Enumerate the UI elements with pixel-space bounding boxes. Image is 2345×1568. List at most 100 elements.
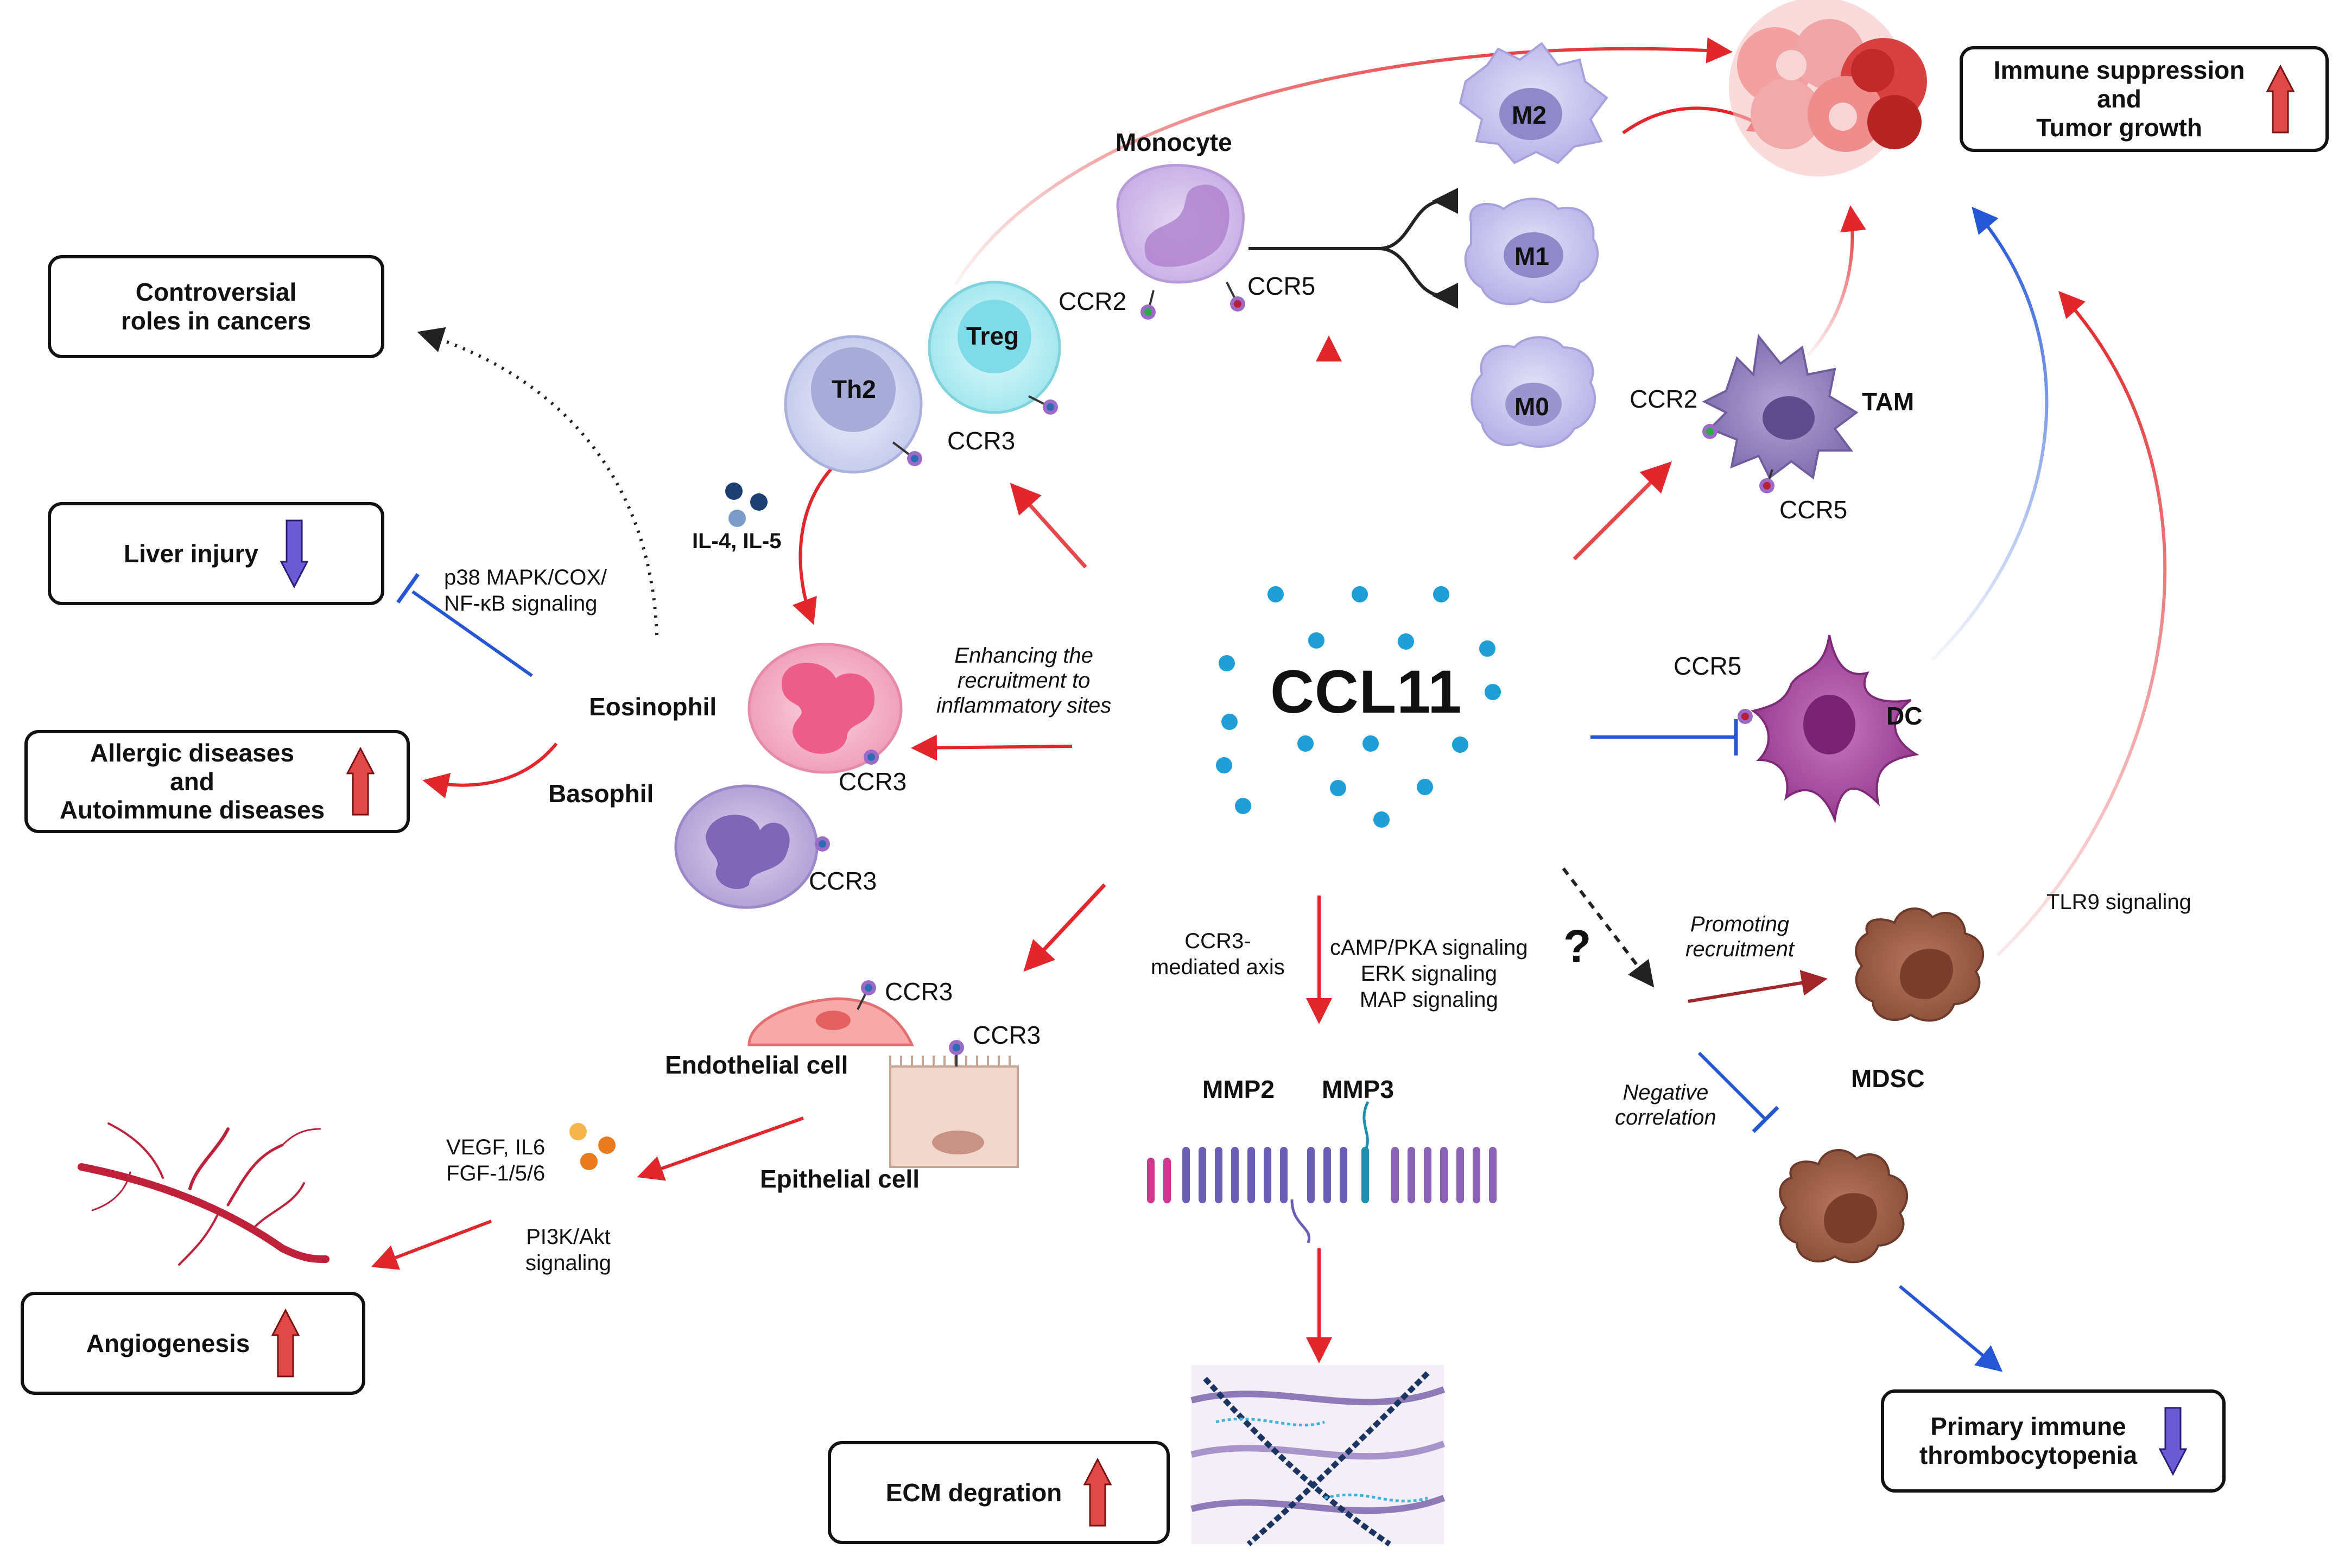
ccr2-tam-label: CCR2 xyxy=(1630,385,1698,413)
ccr3-eosinophil-label: CCR3 xyxy=(839,767,907,796)
m2-macrophage-icon xyxy=(1459,42,1608,164)
tam-cell-icon xyxy=(1702,334,1859,480)
epithelial-label: Epithelial cell xyxy=(760,1165,920,1193)
recruit-line3: inflammatory sites xyxy=(936,694,1112,718)
tlr9-signaling-label: TLR9 signaling xyxy=(2046,890,2191,914)
endothelial-label: Endothelial cell xyxy=(665,1051,848,1079)
ccl11-dots xyxy=(1216,586,1501,828)
arrow-to-allergic xyxy=(422,742,558,798)
pi3k-akt-label: PI3K/Akt signaling xyxy=(525,1224,611,1276)
ecm-degration-box: ECM degration xyxy=(828,1441,1170,1544)
m0-label: M0 xyxy=(1514,392,1549,421)
pi3k-line2: signaling xyxy=(525,1251,611,1275)
arrow-tam-to-tumor xyxy=(1806,205,1866,357)
treg-label: Treg xyxy=(966,322,1019,350)
arrow-th2-to-eosinophil xyxy=(792,465,835,625)
promoting-line1: Promoting xyxy=(1690,912,1790,936)
monocyte-label: Monocyte xyxy=(1116,128,1232,156)
arrow-mdsc-tlr9 xyxy=(1996,291,2167,957)
arrow-promoting-recruitment xyxy=(1688,970,1828,1003)
receptor-icon xyxy=(892,441,922,466)
receptor-icon xyxy=(1738,709,1753,724)
arrow-pi3k-to-angiogenesis xyxy=(371,1220,492,1270)
immune-line2: and xyxy=(2097,85,2141,113)
angiogenesis-box: Angiogenesis xyxy=(21,1292,365,1395)
arrow-ccl11-to-eosinophil xyxy=(911,734,1073,761)
receptor-glyphs xyxy=(815,282,1774,1067)
p38-line1: p38 MAPK/COX/ xyxy=(444,566,607,589)
negative-correlation-label: Negative correlation xyxy=(1615,1080,1716,1130)
p38-line2: NF-κB signaling xyxy=(444,592,598,615)
ccr3-epithelial-label: CCR3 xyxy=(973,1021,1041,1049)
up-arrow-icon xyxy=(1083,1457,1112,1527)
receptor-icon xyxy=(857,980,876,1010)
basophil-cell-icon xyxy=(674,784,819,909)
ccr3-axis-label: CCR3- mediated axis xyxy=(1151,928,1285,980)
dc-cell-icon xyxy=(1751,634,1919,824)
arrow-inhibit-liver xyxy=(411,590,533,677)
enhancing-recruitment-label: Enhancing the recruitment to inflammator… xyxy=(936,643,1111,718)
ecm-label: ECM degration xyxy=(885,1478,1062,1507)
arrow-monocyte-branch-lower xyxy=(1378,247,1458,309)
recruit-line1: Enhancing the xyxy=(954,644,1094,668)
itp-line2: thrombocytopenia xyxy=(1919,1441,2138,1469)
epithelial-cell-icon xyxy=(889,1056,1019,1168)
th2-cell-icon xyxy=(784,335,923,474)
p38-signaling-label: p38 MAPK/COX/ NF-κB signaling xyxy=(444,564,607,617)
ccr3-endothelial-label: CCR3 xyxy=(885,977,953,1006)
endothelial-cell-icon xyxy=(747,997,914,1046)
m2-label: M2 xyxy=(1512,101,1547,129)
receptor-icon xyxy=(1028,395,1058,415)
promoting-line2: recruitment xyxy=(1685,937,1795,961)
receptor-icon xyxy=(1759,469,1774,493)
tam-label: TAM xyxy=(1862,388,1915,416)
ccl11-title: CCL11 xyxy=(1270,658,1462,726)
mdsc-cell-icon xyxy=(1855,907,1984,1022)
arrow-dc-to-immune-suppression xyxy=(1931,206,2049,661)
ccr5-tam-label: CCR5 xyxy=(1779,496,1848,524)
down-arrow-icon xyxy=(2159,1407,2188,1476)
arrows xyxy=(371,37,2167,1372)
inhibit-bar-negative xyxy=(1752,1106,1779,1133)
receptor-icon xyxy=(1702,424,1717,439)
liver-injury-box: Liver injury xyxy=(48,502,384,605)
il4-il5-cytokine-icon xyxy=(725,483,768,527)
allergic-line2: and xyxy=(170,767,214,796)
vegf-line1: VEGF, IL6 xyxy=(446,1135,546,1159)
inhibit-bar-liver xyxy=(396,573,420,604)
ccr5-dc-label: CCR5 xyxy=(1674,652,1742,680)
camp-pka-signaling-label: cAMP/PKA signaling ERK signaling MAP sig… xyxy=(1330,935,1528,1013)
ccr3-basophil-label: CCR3 xyxy=(809,867,877,895)
basophil-label: Basophil xyxy=(548,779,654,808)
dc-label: DC xyxy=(1886,702,1923,730)
up-arrow-icon xyxy=(2266,64,2295,133)
camp-line2: ERK signaling xyxy=(1360,962,1497,986)
camp-line3: MAP signaling xyxy=(1359,988,1498,1012)
ccr5-monocyte-label: CCR5 xyxy=(1247,272,1316,300)
arrow-negative-correlation xyxy=(1697,1051,1766,1120)
mdsc-cell-lower-icon xyxy=(1779,1149,1908,1264)
immune-line3: Tumor growth xyxy=(2036,113,2202,142)
arrow-monocyte-branch xyxy=(1248,188,1458,250)
angiogenesis-label: Angiogenesis xyxy=(86,1329,250,1357)
arrow-mdsc-to-itp xyxy=(1899,1285,2003,1372)
treg-cell-icon xyxy=(928,281,1061,414)
negative-line2: correlation xyxy=(1615,1106,1716,1129)
mmp3-label: MMP3 xyxy=(1322,1075,1394,1103)
negative-line1: Negative xyxy=(1623,1081,1709,1104)
arrow-ccl11-to-tam xyxy=(1573,461,1672,561)
ccr3-axis-line1: CCR3- xyxy=(1184,929,1251,953)
receptor-icon xyxy=(815,836,830,852)
up-arrow-icon xyxy=(346,746,375,816)
question-mark: ? xyxy=(1563,921,1592,972)
promoting-recruitment-label: Promoting recruitment xyxy=(1685,912,1794,962)
growth-factor-dots-icon xyxy=(569,1123,616,1170)
controversial-line1: Controversial xyxy=(135,278,297,307)
arrow-treg-to-tumor xyxy=(954,37,1733,286)
receptor-icon xyxy=(1226,282,1245,312)
eosinophil-cell-icon xyxy=(747,643,903,774)
arrow-question-dashed xyxy=(1562,867,1655,988)
